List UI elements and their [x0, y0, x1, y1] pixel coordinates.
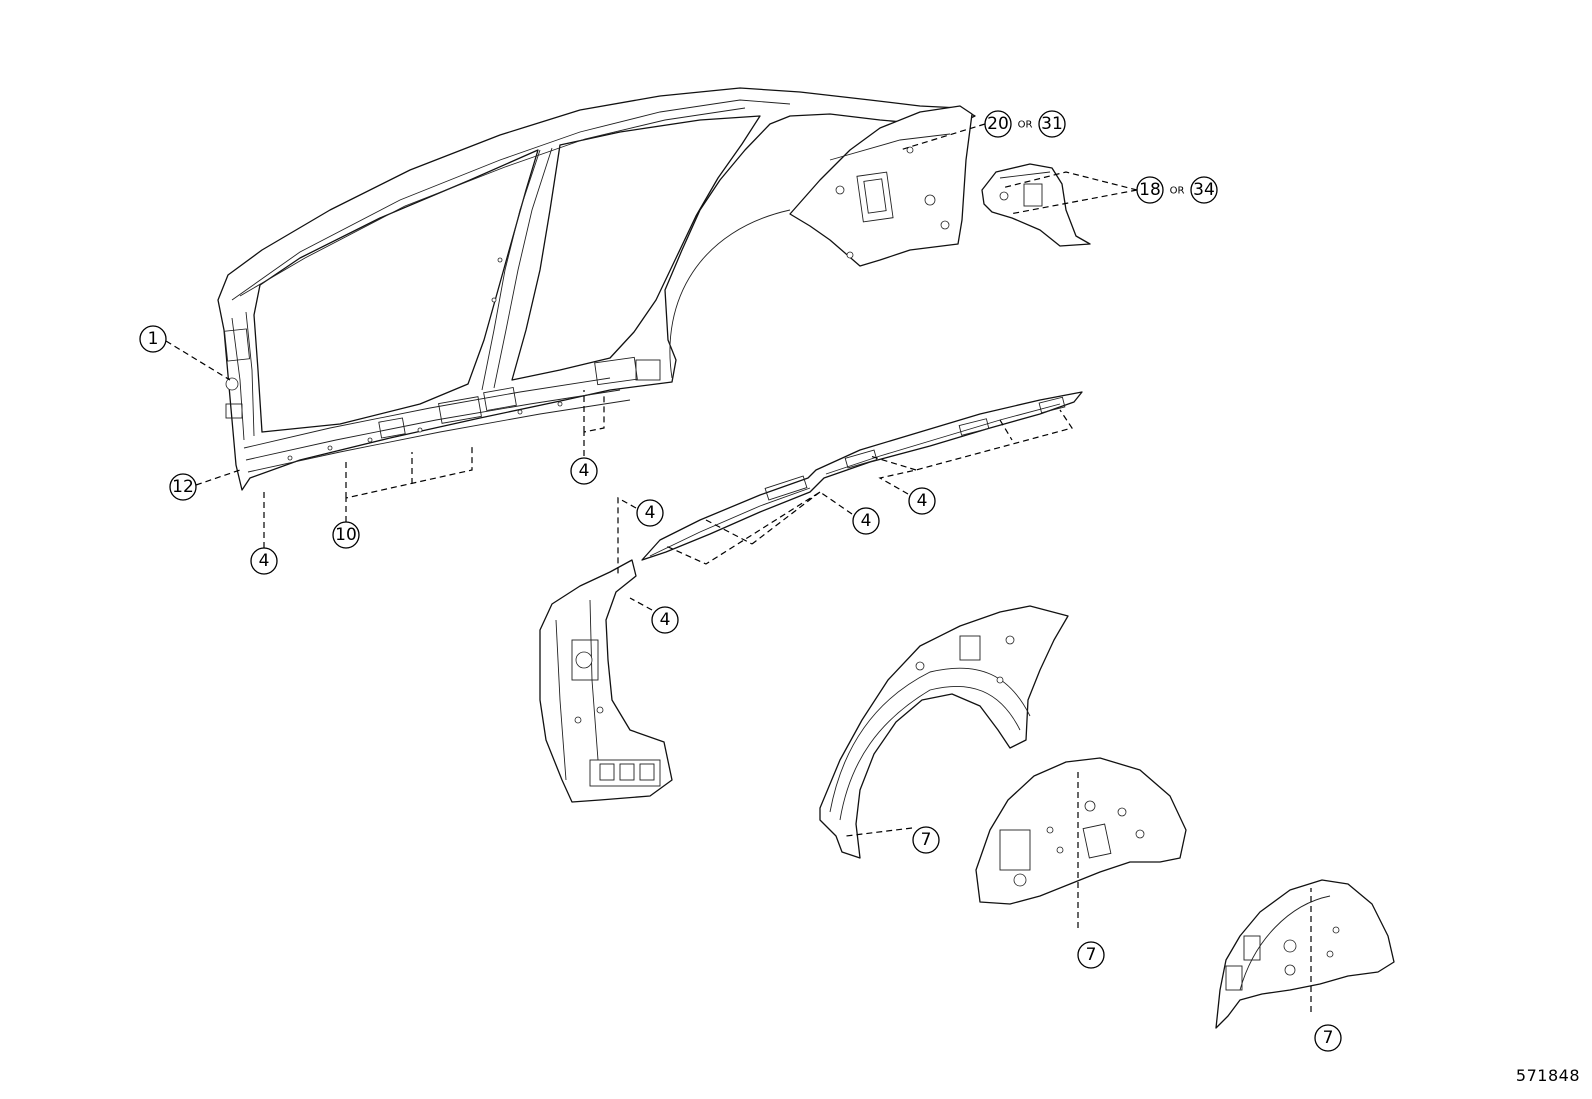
callout-34-label: 34 — [1193, 180, 1215, 200]
callout-4-front-sill: 4 — [250, 547, 278, 575]
callout-4-label: 4 — [579, 461, 590, 481]
leader-7-arch — [845, 827, 913, 837]
callout-4-label: 4 — [660, 610, 671, 630]
leader-4-pillar-top — [617, 496, 637, 576]
callout-7-house: 7 — [1077, 941, 1105, 969]
callout-4-rear-sill: 4 — [570, 457, 598, 485]
diagram-number: 571848 — [1515, 1066, 1580, 1085]
rear-wheel-house-outer — [975, 757, 1187, 905]
callout-12-label: 12 — [172, 477, 194, 497]
callout-4-pillar-low: 4 — [651, 606, 679, 634]
callout-10-label: 10 — [335, 525, 357, 545]
callout-4-rail-mid: 4 — [852, 507, 880, 535]
leader-12 — [195, 469, 241, 486]
callout-10: 10 — [332, 521, 360, 549]
leader-1 — [165, 340, 231, 381]
or-label: OR — [1018, 120, 1033, 131]
callout-18-or-34: 18 OR 34 — [1136, 176, 1218, 204]
or-label: OR — [1170, 186, 1185, 197]
rear-wheel-house-extension — [1215, 879, 1395, 1029]
leader-18-34 — [1001, 171, 1138, 215]
leader-lines — [165, 123, 1312, 1012]
callout-4-label: 4 — [645, 503, 656, 523]
leader-4-rail-rear — [869, 409, 1073, 495]
leader-4-rear-sill — [583, 390, 605, 456]
callout-7-label: 7 — [921, 830, 932, 850]
leader-10 — [345, 444, 473, 522]
callout-4-rail-rear: 4 — [908, 487, 936, 515]
callout-7-arch: 7 — [912, 826, 940, 854]
leader-4-rail-mid — [665, 491, 853, 565]
callout-4-label: 4 — [259, 551, 270, 571]
leader-20-31 — [899, 123, 986, 151]
front-pillar-inner — [539, 559, 673, 803]
callout-7-extension: 7 — [1314, 1024, 1342, 1052]
callout-12: 12 — [169, 473, 197, 501]
body-side-outer-panel — [217, 87, 976, 491]
callout-4-label: 4 — [861, 511, 872, 531]
callout-4-pillar-top: 4 — [636, 499, 664, 527]
leader-4-pillar-low — [629, 597, 653, 611]
callout-31-label: 31 — [1041, 114, 1063, 134]
callout-20-label: 20 — [987, 114, 1009, 134]
callout-18-label: 18 — [1139, 180, 1161, 200]
quarter-inner-bracket — [981, 163, 1091, 247]
rear-wheel-house-inner — [819, 605, 1069, 859]
quarter-panel-extension — [789, 105, 973, 267]
callout-1-label: 1 — [148, 329, 159, 349]
callout-20-or-31: 20 OR 31 — [984, 110, 1066, 138]
roof-side-inner-rail — [641, 391, 1083, 561]
callout-4-label: 4 — [917, 491, 928, 511]
callout-7-label: 7 — [1086, 945, 1097, 965]
callout-1: 1 — [139, 325, 167, 353]
callout-7-label: 7 — [1323, 1028, 1334, 1048]
